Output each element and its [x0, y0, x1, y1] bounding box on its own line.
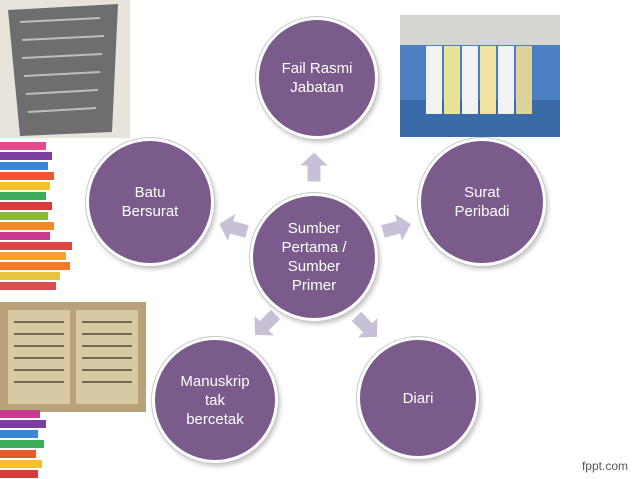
arrows	[217, 151, 413, 339]
node-surat-peribadi: Surat Peribadi	[418, 138, 546, 266]
pencils-bottom-image	[0, 410, 46, 478]
node-fail-rasmi-jabatan: Fail Rasmi Jabatan	[256, 17, 378, 139]
arrow-to-top	[297, 151, 331, 183]
pencils-top-image	[0, 142, 72, 290]
manuscript-image	[0, 302, 146, 412]
arrow-to-upper-left	[217, 211, 250, 244]
office-files-image	[400, 15, 560, 137]
footer-brand: fppt.com	[581, 459, 628, 473]
center-node: Sumber Pertama / Sumber Primer	[250, 193, 378, 321]
arrow-to-lower-right	[350, 310, 379, 339]
node-manuskrip-tak-bercetak: Manuskrip tak bercetak	[152, 337, 278, 463]
node-label: Fail Rasmi Jabatan	[281, 60, 353, 96]
stone-tablet-image	[0, 0, 130, 138]
node-label: Surat Peribadi	[454, 184, 510, 220]
node-label: Manuskrip tak bercetak	[180, 372, 250, 428]
node-label: Batu Bersurat	[121, 184, 179, 220]
center-node-label: Sumber Pertama / Sumber Primer	[281, 220, 347, 294]
node-batu-bersurat: Batu Bersurat	[86, 138, 214, 266]
node-label: Diari	[402, 389, 434, 407]
arrow-to-lower-left	[253, 308, 282, 337]
arrow-to-upper-right	[380, 211, 413, 244]
node-diari: Diari	[357, 337, 479, 459]
